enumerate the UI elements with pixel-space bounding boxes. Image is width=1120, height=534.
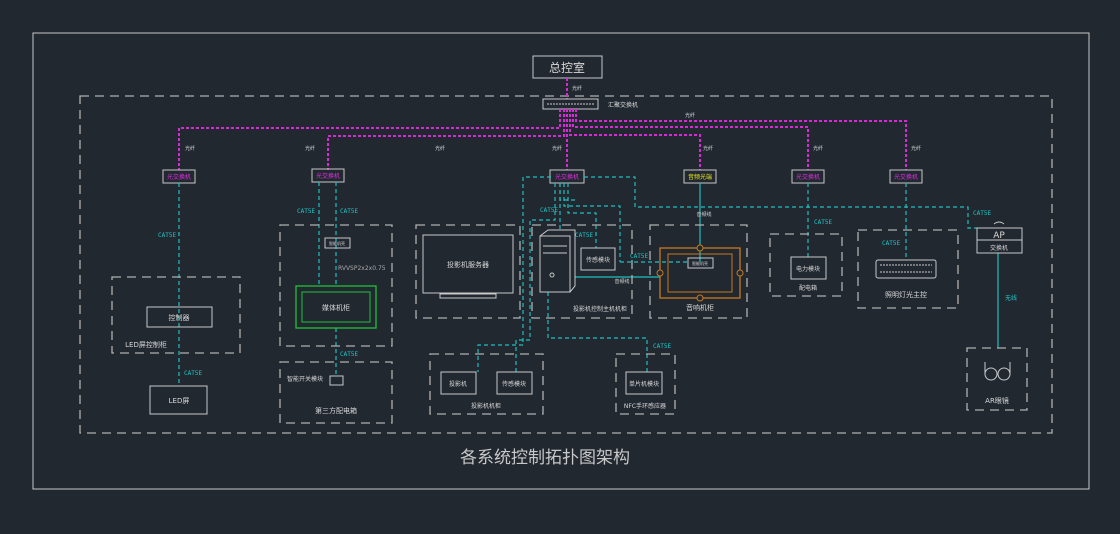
proj-host-label-label: 投影机控制主机机柜 (573, 305, 627, 313)
cat-label-label: CAT5E (653, 343, 671, 350)
audio-cabinet-label: 音响机柜 (686, 303, 714, 312)
third-switch-module-label: 智能开关模块 (287, 375, 323, 383)
fiber-switch-label: 光交换机 (796, 173, 820, 181)
power-zone (769, 233, 843, 297)
projector-host-zone (531, 224, 633, 319)
power-module: 电力模块 (790, 256, 827, 280)
led-cabinet-label: LED屏控制柜 (125, 340, 167, 349)
audio-line-label: 音频线 (614, 278, 629, 285)
fiber-label-label: 光纤 (185, 145, 195, 152)
fiber-switch-power: 光交换机 (791, 169, 825, 184)
ap-top-label: AP (993, 231, 1005, 241)
nfc-label-label: NFC手环感应器 (624, 402, 666, 410)
switch-module-icon (329, 375, 344, 386)
led-screen-label: LED屏 (169, 397, 190, 405)
fiber-label-label: 光纤 (685, 112, 695, 119)
cat-label-label: CAT5E (630, 253, 648, 260)
audio-device-label: 智能机壳 (692, 260, 708, 266)
cable-spec: RVVSP2x2x0.75 (338, 265, 386, 272)
cat-label-label: CAT5E (297, 208, 315, 215)
cat-label-label: CAT5E (340, 351, 358, 358)
fiber-switch-projector: 光交换机 (549, 169, 585, 184)
ap-bottom-label: 交换机 (990, 244, 1008, 252)
cat-label-label: CAT5E (814, 219, 832, 226)
ar-label: AR眼镜 (985, 396, 1009, 405)
audio-optical-terminal: 音频光端 (683, 169, 717, 184)
proj-host-sensor-label: 传感模块 (586, 256, 610, 264)
cat-label-label: CAT5E (184, 370, 202, 377)
led-cabinet (111, 276, 241, 354)
cat-label-label: CAT5E (540, 207, 558, 214)
fiber-label: 光纤 (572, 85, 582, 92)
ar-glasses-icon (984, 362, 1011, 381)
wireless-label: 无线 (1005, 294, 1017, 302)
ap-switch: AP 交换机 (976, 221, 1023, 254)
fiber-switch-led: 光交换机 (162, 169, 196, 184)
fiber-switch-media: 光交换机 (311, 168, 345, 183)
fiber-switch-label: 光交换机 (316, 172, 340, 180)
proj-cab-projector-label: 投影机 (449, 380, 467, 388)
audio-zone (649, 224, 748, 319)
smart-device: 智能机壳 (324, 237, 351, 249)
projector-server-label: 投影机服务器 (447, 260, 489, 269)
proj-cab-label-label: 投影机机柜 (471, 402, 501, 410)
fiber-switch-lighting: 光交换机 (889, 169, 923, 184)
media-cabinet-label: 媒体机柜 (322, 303, 350, 312)
led-screen: LED屏 (149, 385, 208, 415)
sensor-module: 传感模块 (580, 247, 616, 271)
control-room: 总控室 (532, 55, 603, 79)
media-cabinet: 媒体机柜 (295, 285, 377, 329)
cat-label-label: CAT5E (340, 208, 358, 215)
fiber-switch-label: 光交换机 (555, 173, 579, 181)
projector: 投影机 (440, 371, 477, 395)
fiber-label-label: 光纤 (703, 145, 713, 152)
nfc-module-label: 单片机模块 (629, 380, 659, 388)
lighting-label: 照明灯光主控 (885, 290, 927, 299)
proj-cab-sensor-label: 传感模块 (502, 380, 526, 388)
core-switch: 汇聚交换机 (542, 98, 638, 110)
cat-label-label: CAT5E (158, 232, 176, 239)
outer-frame (32, 32, 1090, 490)
control-room-label: 总控室 (549, 60, 585, 75)
lighting-zone (857, 229, 959, 309)
cat5e-links (178, 176, 999, 386)
led-controller: 控制器 (146, 306, 213, 328)
media-zone (279, 224, 393, 347)
projector-server-zone (415, 224, 521, 319)
lighting-console-icon (875, 259, 937, 279)
fiber-label-label: 光纤 (813, 145, 823, 152)
audio-line-label: 音频线 (696, 211, 711, 218)
audio-cabinet (656, 244, 744, 302)
cat-label-label: CAT5E (882, 240, 900, 247)
cat-label-label: CAT5E (575, 232, 593, 239)
fiber-label-label: 光纤 (305, 145, 315, 152)
monitor-icon (422, 234, 514, 299)
fiber-label-label: 光纤 (552, 145, 562, 152)
power-module-label: 电力模块 (796, 265, 820, 273)
audio-optical-label: 音频光端 (688, 173, 712, 181)
third-box-label: 第三方配电箱 (315, 406, 357, 415)
diagram-title: 各系统控制拓扑图架构 (460, 448, 630, 468)
fiber-label-label: 光纤 (435, 145, 445, 152)
computer-tower-icon (539, 229, 576, 293)
core-switch-label: 汇聚交换机 (608, 101, 638, 109)
led-controller-label: 控制器 (169, 313, 190, 322)
fiber-links (178, 109, 907, 170)
mcu-module: 单片机模块 (625, 371, 663, 395)
fiber-switch-label: 光交换机 (167, 173, 191, 181)
projector-cabinet-zone (429, 353, 544, 415)
fiber-label-label: 光纤 (911, 145, 921, 152)
smart-device-label: 智能机壳 (329, 240, 345, 246)
power-box-label: 配电箱 (799, 284, 817, 292)
cat-label-label: CAT5E (973, 210, 991, 217)
third-party-box (279, 361, 393, 424)
audio-smart-device: 智能机壳 (687, 257, 714, 269)
fiber-switch-label: 光交换机 (894, 173, 918, 181)
projector-sensor-module: 传感模块 (496, 371, 533, 395)
ar-zone (966, 347, 1028, 411)
